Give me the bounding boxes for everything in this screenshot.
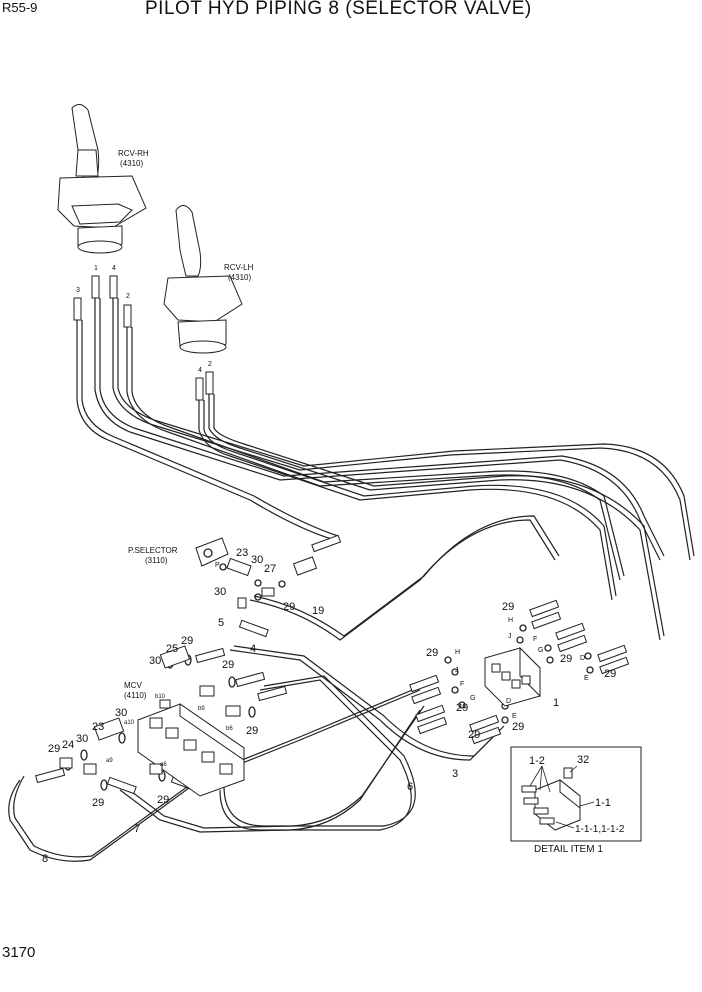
callout-29d: 29 <box>246 725 258 737</box>
mcv-port-a10: a10 <box>124 720 135 726</box>
mcv-code: (4110) <box>124 691 147 700</box>
rh-port-3: 3 <box>76 287 80 294</box>
callout-23a: 23 <box>236 547 248 559</box>
callout-3: 3 <box>452 768 458 780</box>
mcv-port-b6: b6 <box>226 726 233 732</box>
callout-8: 8 <box>42 853 48 865</box>
upper-port-j: J <box>508 633 512 640</box>
callout-29j: 29 <box>468 729 480 741</box>
callout-30e: 30 <box>76 733 88 745</box>
callout-1: 1 <box>553 697 559 709</box>
selector-port-h: H <box>455 649 460 656</box>
detail-label-1-2: 1-2 <box>529 755 545 767</box>
mcv-valve-bank <box>59 645 245 797</box>
lh-port-4: 4 <box>198 367 202 374</box>
rcv-rh-joystick <box>57 104 147 254</box>
rcv-lh-fittings <box>195 371 214 401</box>
callout-29n: 29 <box>604 668 616 680</box>
callout-29c: 29 <box>222 659 234 671</box>
rcv-lh-name: RCV-LH <box>224 263 254 272</box>
selector-port-d: D <box>506 698 511 705</box>
model-label: R55-9 <box>2 0 38 15</box>
mcv-port-a9: a9 <box>106 758 113 764</box>
upper-port-d: D <box>580 655 585 662</box>
callout-6: 6 <box>407 781 413 793</box>
p-selector-port-p: P <box>215 562 220 569</box>
rcv-lh-code: (4310) <box>228 273 251 282</box>
callout-5: 5 <box>218 617 224 629</box>
callout-30c: 30 <box>149 655 161 667</box>
callout-30d: 30 <box>115 707 127 719</box>
p-selector-valve <box>195 537 318 609</box>
lh-port-2: 2 <box>208 361 212 368</box>
upper-port-g: G <box>538 647 543 654</box>
callout-29b: 29 <box>181 635 193 647</box>
callout-23b: 23 <box>92 721 104 733</box>
detail-label-1-1: 1-1 <box>595 797 611 809</box>
rcv-rh-pipes <box>76 298 695 581</box>
rh-port-2: 2 <box>126 293 130 300</box>
callout-30a: 30 <box>251 554 263 566</box>
callout-29g: 29 <box>157 794 169 806</box>
upper-port-f: F <box>533 636 537 643</box>
mcv-port-b10: b10 <box>155 694 166 700</box>
detail-caption: DETAIL ITEM 1 <box>534 844 603 855</box>
rcv-lh-pipes <box>198 394 665 641</box>
mcv-port-a6: a6 <box>160 762 167 768</box>
detail-label-1-1-1: 1-1-1,1-1-2 <box>575 824 625 835</box>
rh-port-1: 1 <box>94 265 98 272</box>
upper-port-h: H <box>508 617 513 624</box>
callout-29e: 29 <box>48 743 60 755</box>
callout-29l: 29 <box>502 601 514 613</box>
connection-pipes <box>8 515 560 862</box>
selector-port-j: J <box>455 667 459 674</box>
callout-25: 25 <box>166 643 178 655</box>
callout-4: 4 <box>250 643 256 655</box>
detail-item-1 <box>510 746 642 842</box>
p-selector-code: (3110) <box>145 556 168 565</box>
callout-29a: 29 <box>283 601 295 613</box>
callout-7: 7 <box>134 823 140 835</box>
mcv-port-b9: b9 <box>198 706 205 712</box>
selector-port-f: F <box>460 681 464 688</box>
p-selector-name: P.SELECTOR <box>128 546 178 555</box>
rh-port-4: 4 <box>112 265 116 272</box>
callout-27: 27 <box>264 563 276 575</box>
page-title: PILOT HYD PIPING 8 (SELECTOR VALVE) <box>145 0 532 19</box>
rcv-rh-name: RCV-RH <box>118 149 149 158</box>
rcv-rh-fittings <box>73 275 132 328</box>
callout-24: 24 <box>62 739 74 751</box>
rcv-rh-code: (4310) <box>120 159 143 168</box>
page-number: 3170 <box>2 944 36 961</box>
callout-numbers: 1 3 4 5 6 7 8 19 23 23 24 25 27 30 30 30… <box>42 547 616 865</box>
mcv-name: MCV <box>124 681 142 690</box>
callout-29h: 29 <box>426 647 438 659</box>
upper-port-e: E <box>584 675 589 682</box>
callout-29m: 29 <box>560 653 572 665</box>
selector-valve-block <box>484 646 541 707</box>
callout-29f: 29 <box>92 797 104 809</box>
selector-port-g: G <box>470 695 475 702</box>
selector-port-e: E <box>512 713 517 720</box>
detail-label-32: 32 <box>577 754 589 766</box>
callout-30b: 30 <box>214 586 226 598</box>
callout-19: 19 <box>312 605 324 617</box>
rcv-lh-joystick <box>163 205 243 354</box>
callout-29i: 29 <box>456 702 468 714</box>
callout-29k: 29 <box>512 721 524 733</box>
